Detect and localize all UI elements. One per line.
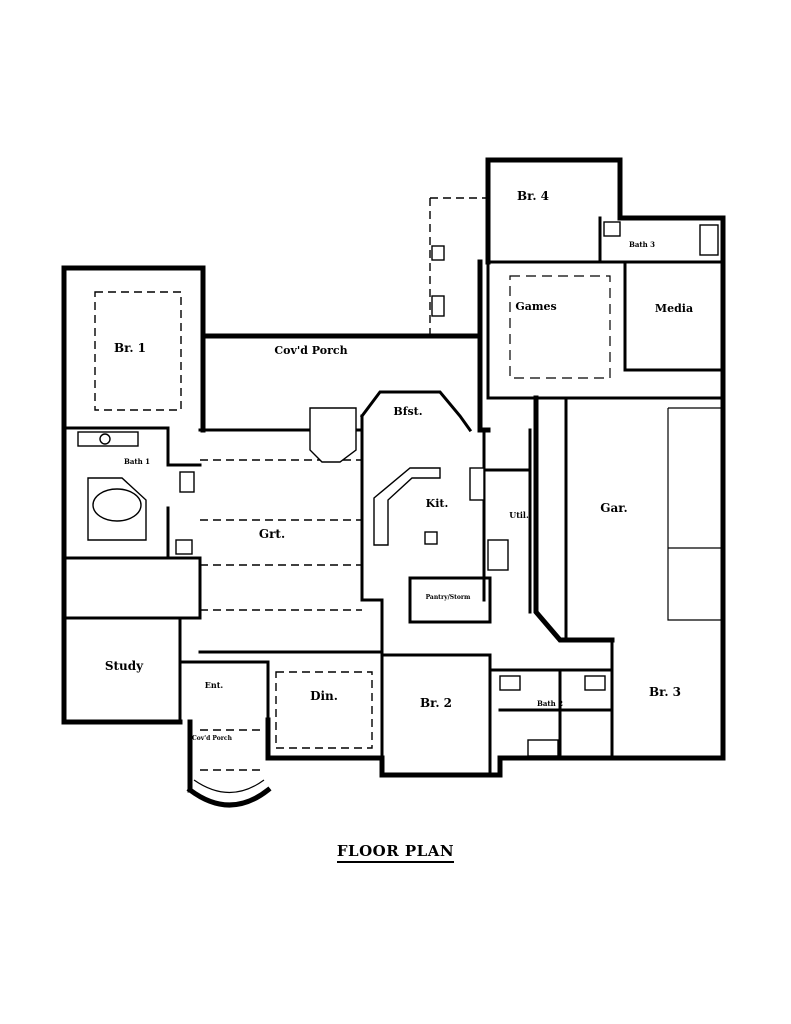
label-kit: Kit.: [426, 497, 449, 510]
label-games: Games: [515, 300, 556, 313]
label-ent: Ent.: [205, 680, 224, 690]
label-br3: Br. 3: [649, 685, 681, 699]
plan-title-block: FLOOR PLAN: [0, 842, 791, 863]
label-study: Study: [105, 659, 144, 673]
label-gar: Gar.: [600, 501, 627, 515]
label-util: Util.: [509, 510, 529, 520]
label-bath2: Bath 2: [537, 699, 563, 708]
label-bath3-top: Bath 3: [629, 240, 655, 249]
label-covd-porch: Cov'd Porch: [274, 344, 347, 357]
label-pantry: Pantry/Storm: [426, 594, 471, 601]
label-bath1: Bath 1: [124, 457, 150, 466]
label-din: Din.: [310, 689, 338, 703]
dashed-outlines: [94, 197, 723, 771]
front-porch-curve: [186, 786, 272, 808]
label-br4: Br. 4: [517, 189, 549, 203]
label-br2: Br. 2: [420, 696, 452, 710]
plan-title: FLOOR PLAN: [336, 842, 455, 863]
exterior-walls: [61, 157, 726, 793]
label-bfst: Bfst.: [393, 405, 422, 418]
label-br1: Br. 1: [114, 341, 146, 355]
label-media: Media: [655, 302, 693, 315]
label-grt: Grt.: [259, 527, 285, 541]
label-covd-porch-front: Cov'd Porch: [192, 735, 233, 742]
fixtures: [77, 221, 719, 757]
